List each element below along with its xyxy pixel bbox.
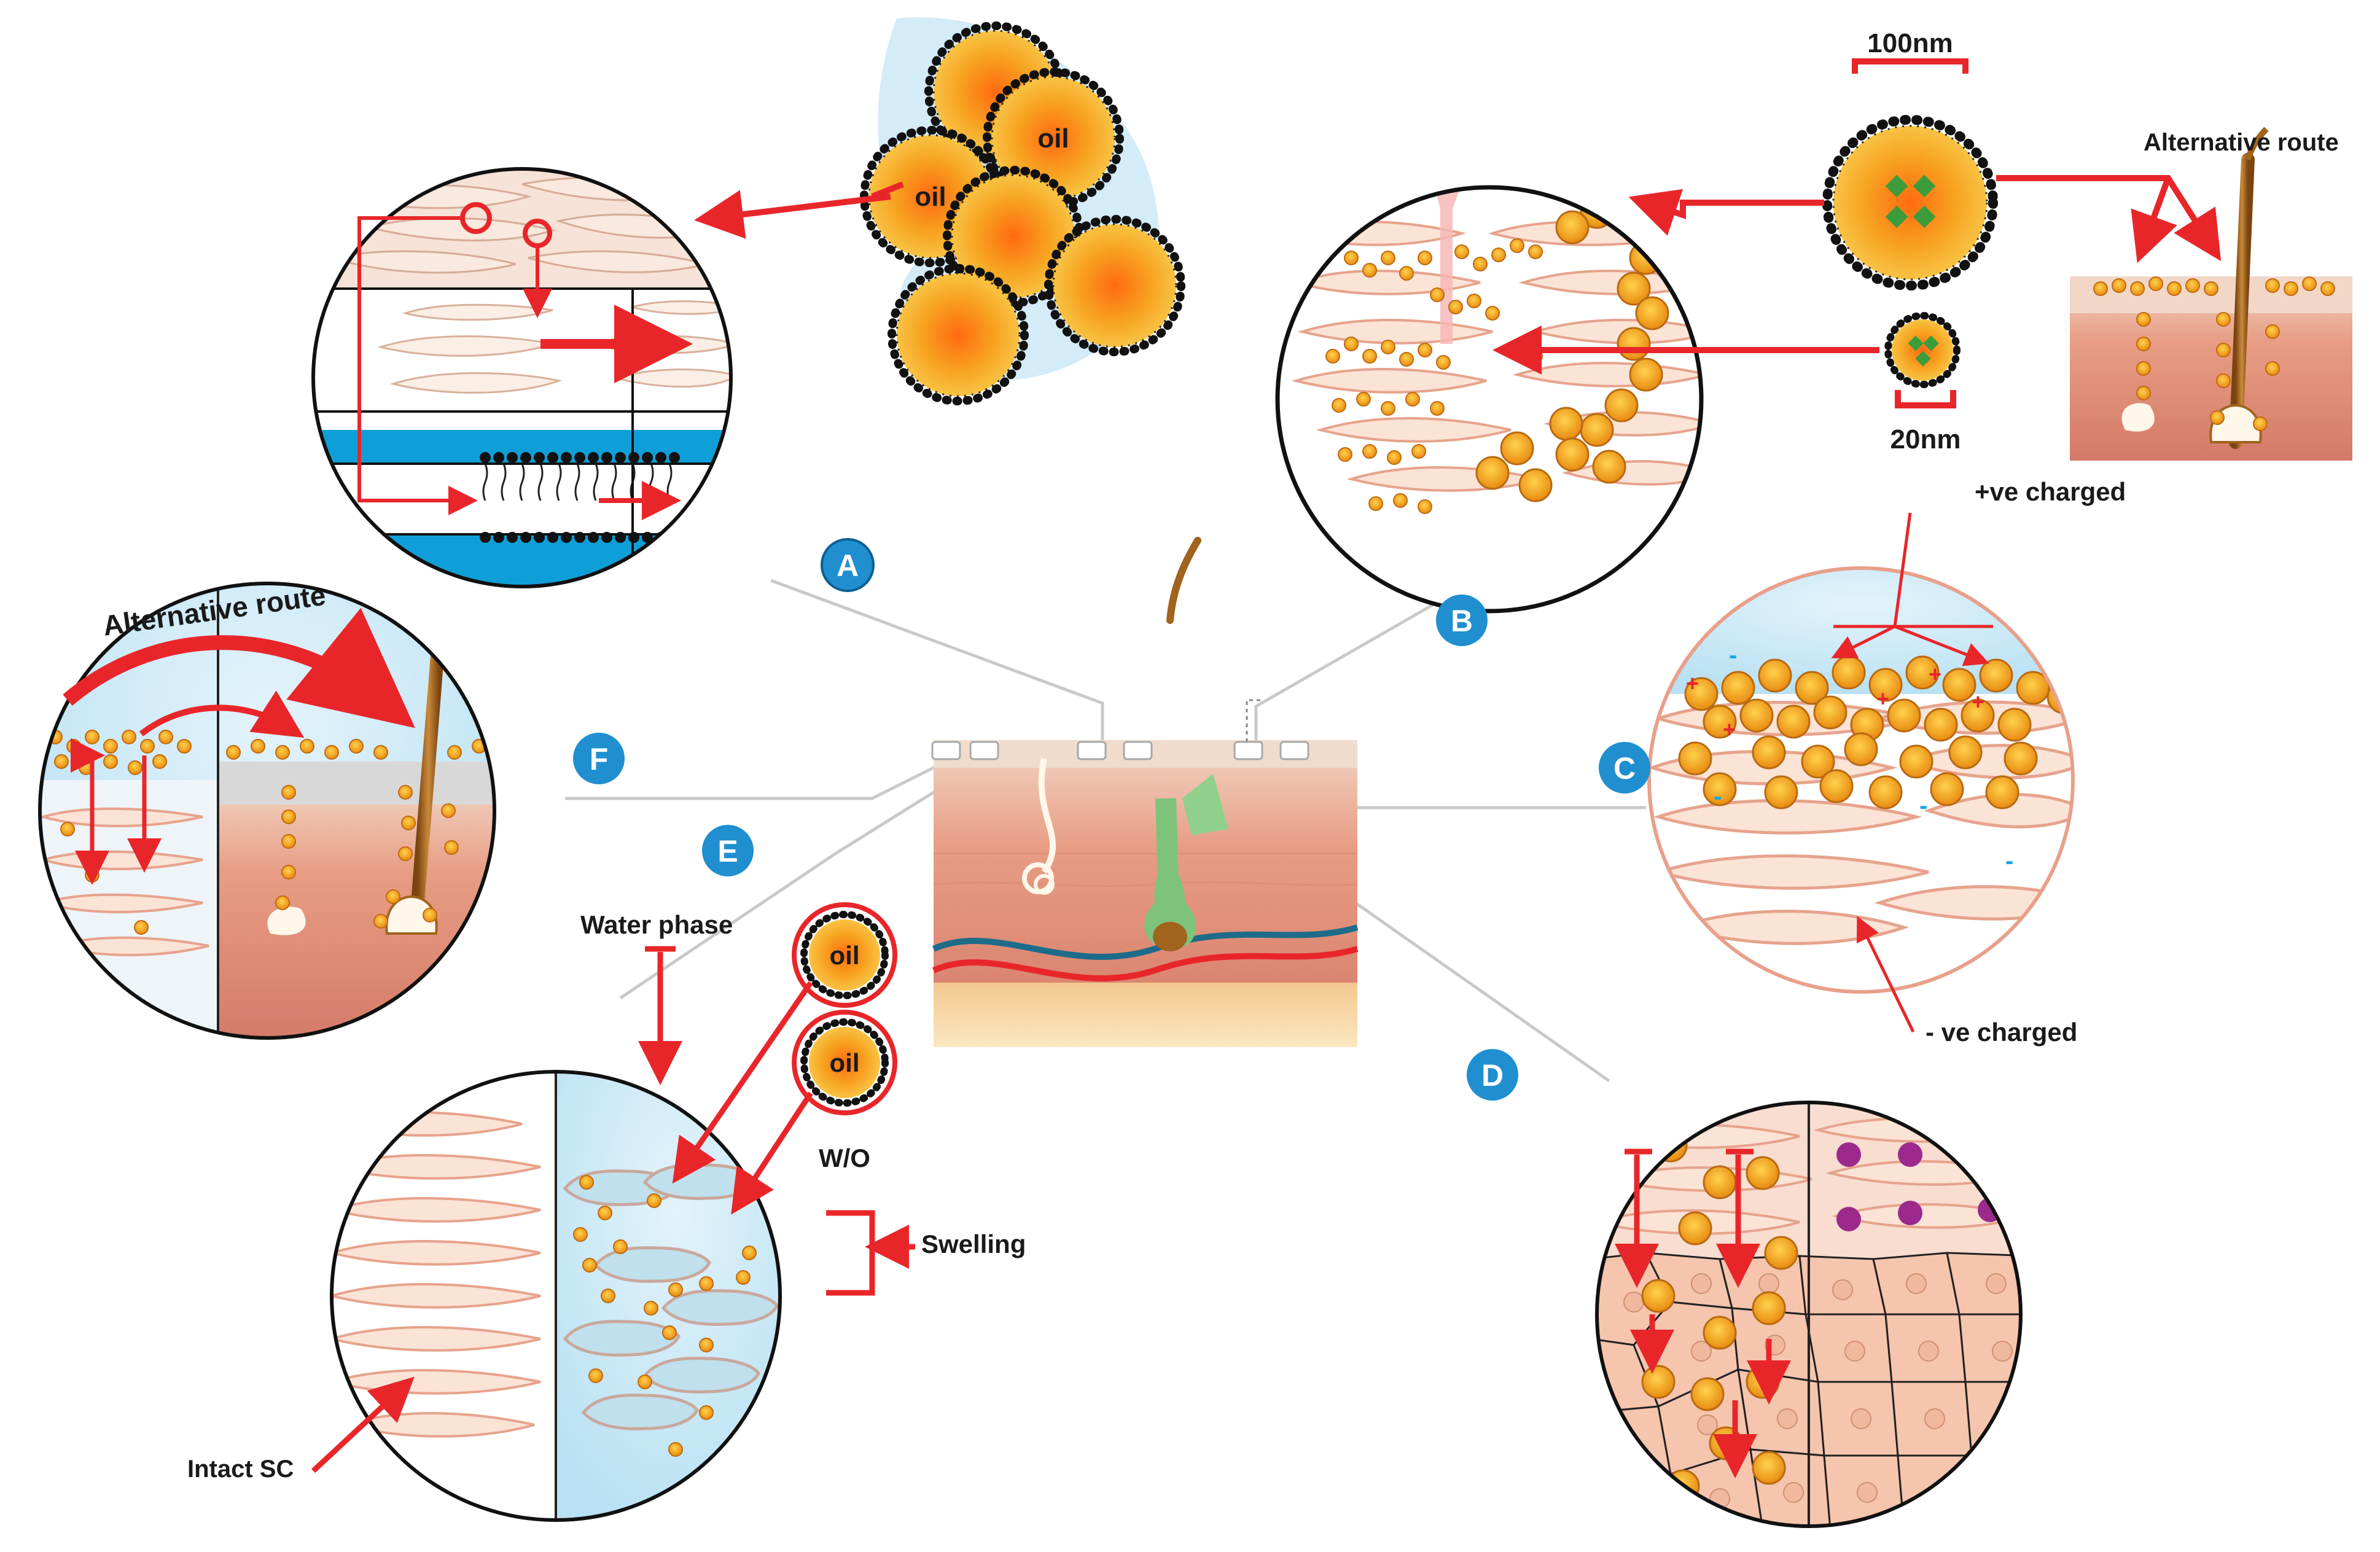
minus-sign: - [1714, 783, 1722, 810]
wo-label: W/O [819, 1144, 870, 1172]
svg-text:E: E [717, 834, 738, 868]
badge-f: F [573, 733, 625, 784]
central-skin-section [931, 537, 1359, 1047]
plus-sign: + [1876, 686, 1889, 711]
svg-text:C: C [1613, 751, 1636, 786]
minus-sign: - [2005, 848, 2013, 875]
wo-droplet-1: oil [792, 902, 897, 1008]
oil-droplets-cluster: oil oil [864, 26, 1181, 401]
panel-c: + + + + + + - - - - +ve charged - ve cha… [1647, 477, 2126, 1047]
svg-text:D: D [1481, 1058, 1504, 1093]
alternative-route-label: Alternative route [2144, 129, 2339, 156]
minus-sign: - [1919, 792, 1927, 819]
badge-a: A [821, 538, 875, 592]
panel-c-arrows [1831, 512, 1993, 1033]
badge-d: D [1467, 1049, 1518, 1101]
panel-a-arrows [357, 181, 904, 520]
plus-sign: + [1972, 689, 1984, 714]
nanoparticle-100nm: 100nm [1822, 28, 1998, 291]
panel-e-arrows [311, 946, 915, 1473]
positive-charged-label: +ve charged [1975, 477, 2126, 506]
panel-d [1595, 1101, 2023, 1528]
panel-d-arrows [1615, 1148, 1791, 1478]
plus-sign: + [2061, 686, 2074, 711]
badge-c: C [1599, 742, 1650, 794]
plus-sign: + [1686, 671, 1699, 696]
panel-a: oil oil [311, 17, 1181, 588]
panel-badges: A B C D E F [573, 538, 1650, 1101]
badge-b: B [1436, 595, 1488, 646]
svg-text:A: A [837, 548, 859, 583]
panel-b-arrows [1492, 175, 2222, 375]
oil-label: oil [830, 1048, 860, 1077]
svg-text:B: B [1451, 604, 1473, 638]
plus-sign: + [1723, 717, 1736, 742]
water-phase-label: Water phase [580, 910, 733, 939]
oil-label: oil [830, 941, 860, 970]
intact-sc-label: Intact SC [187, 1456, 294, 1483]
svg-text:F: F [590, 742, 609, 776]
wo-droplet-2: oil [792, 1010, 897, 1115]
oil-label: oil [1037, 123, 1069, 154]
panel-f: Alternative route [38, 579, 496, 1040]
plus-sign: + [1929, 661, 1941, 687]
panel-b: - 100nm 20nm [1275, 28, 2352, 614]
follicle-inset: Alternative route [2070, 127, 2352, 461]
size-label-100nm: 100nm [1867, 28, 1953, 58]
swelling-label: Swelling [921, 1230, 1026, 1258]
nanoparticle-20nm: 20nm [1884, 312, 1961, 454]
minus-sign: - [1674, 568, 1682, 595]
badge-e: E [702, 825, 754, 876]
size-label-20nm: 20nm [1890, 424, 1961, 454]
negative-charged-label: - ve charged [1925, 1018, 2077, 1047]
panel-f-arrows [63, 607, 415, 885]
oil-label: oil [915, 182, 946, 212]
minus-sign: - [1729, 642, 1737, 669]
